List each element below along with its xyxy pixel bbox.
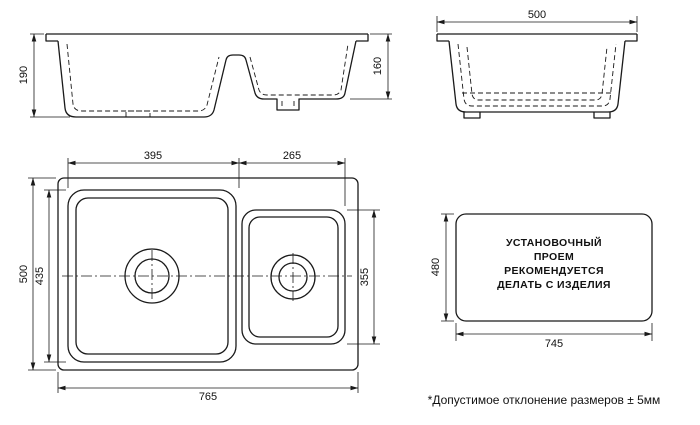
dim-front-overall-height: 190 xyxy=(18,33,70,118)
front-right-bowl-hidden-line xyxy=(249,43,349,96)
front-right-drain-hidden-line xyxy=(281,101,295,108)
dim-front-right-bowl-height: 160 xyxy=(350,33,392,100)
cutout-text-line3: РЕКОМЕНДУЕТСЯ xyxy=(504,265,604,277)
dim-label-435: 435 xyxy=(34,267,46,285)
plan-outer-edge xyxy=(57,177,359,371)
side-rim xyxy=(436,33,638,42)
dim-plan-right-bowl-width: 265 xyxy=(238,150,346,166)
dim-label-480: 480 xyxy=(430,258,442,276)
dim-ext-lines xyxy=(441,213,454,322)
dim-ext-lines xyxy=(350,33,392,100)
cutout-view: УСТАНОВОЧНЫЙ ПРОЕМ РЕКОМЕНДУЕТСЯ ДЕЛАТЬ … xyxy=(430,213,653,350)
front-body-outline xyxy=(57,40,357,118)
dim-cutout-height: 480 xyxy=(430,213,454,322)
dim-label-500-top: 500 xyxy=(528,9,546,21)
dim-label-500-plan: 500 xyxy=(18,265,30,283)
cutout-text-line1: УСТАНОВОЧНЫЙ xyxy=(506,236,602,249)
dim-label-395: 395 xyxy=(144,150,162,162)
plan-centerline-vertical xyxy=(151,250,294,302)
cutout-rect xyxy=(455,213,653,322)
dim-label-355: 355 xyxy=(359,268,371,286)
dim-label-765: 765 xyxy=(199,391,217,403)
dim-label-745: 745 xyxy=(545,338,563,350)
side-bowl-hidden-line-outer xyxy=(457,43,617,107)
dim-side-overall-width: 500 xyxy=(436,9,638,32)
dim-label-160: 160 xyxy=(372,57,384,75)
dim-label-265: 265 xyxy=(283,150,301,162)
side-view: 500 xyxy=(436,9,638,119)
dim-plan-overall-depth: 500 xyxy=(18,177,56,371)
plan-right-bowl-outer xyxy=(241,209,346,345)
tolerance-footnote: *Допустимое отклонение размеров ± 5мм xyxy=(428,393,661,407)
dim-cutout-width: 745 xyxy=(455,323,653,350)
cutout-text-line2: ПРОЕМ xyxy=(534,251,574,263)
front-left-drain-hidden-line xyxy=(125,110,151,117)
dim-label-190: 190 xyxy=(18,66,30,84)
dim-plan-right-bowl-depth: 355 xyxy=(347,209,380,345)
plan-right-bowl-inner xyxy=(248,216,339,338)
cutout-text-line4: ДЕЛАТЬ С ИЗДЕЛИЯ xyxy=(497,279,611,291)
front-left-bowl-hidden-line xyxy=(66,43,220,112)
side-feet xyxy=(463,112,611,119)
side-body-outline xyxy=(448,40,626,113)
front-rim xyxy=(45,33,369,42)
front-view: 190 160 xyxy=(18,33,392,118)
side-bowl-hidden-line-inner xyxy=(466,46,608,101)
dim-plan-left-bowl-depth: 435 xyxy=(34,189,66,363)
dim-ext-lines xyxy=(57,372,359,393)
dim-ext-lines xyxy=(67,158,346,206)
plan-view: 395 265 500 435 355 765 xyxy=(18,150,380,403)
dim-plan-overall-width: 765 xyxy=(57,372,359,403)
